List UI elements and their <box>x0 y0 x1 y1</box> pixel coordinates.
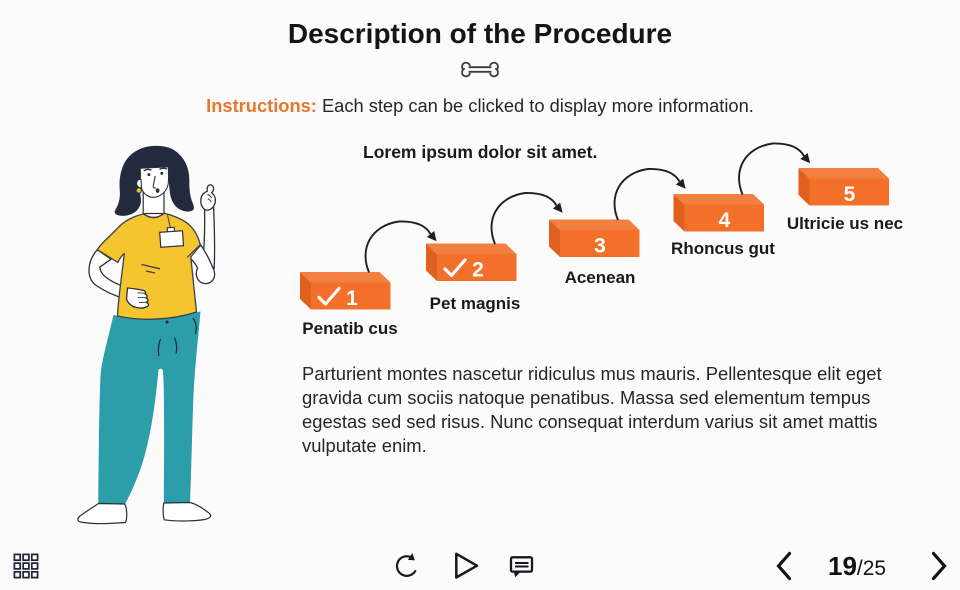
svg-text:1: 1 <box>346 287 358 310</box>
svg-text:2: 2 <box>472 259 484 282</box>
svg-text:3: 3 <box>594 235 606 258</box>
svg-text:4: 4 <box>719 209 731 232</box>
svg-text:5: 5 <box>844 183 856 206</box>
